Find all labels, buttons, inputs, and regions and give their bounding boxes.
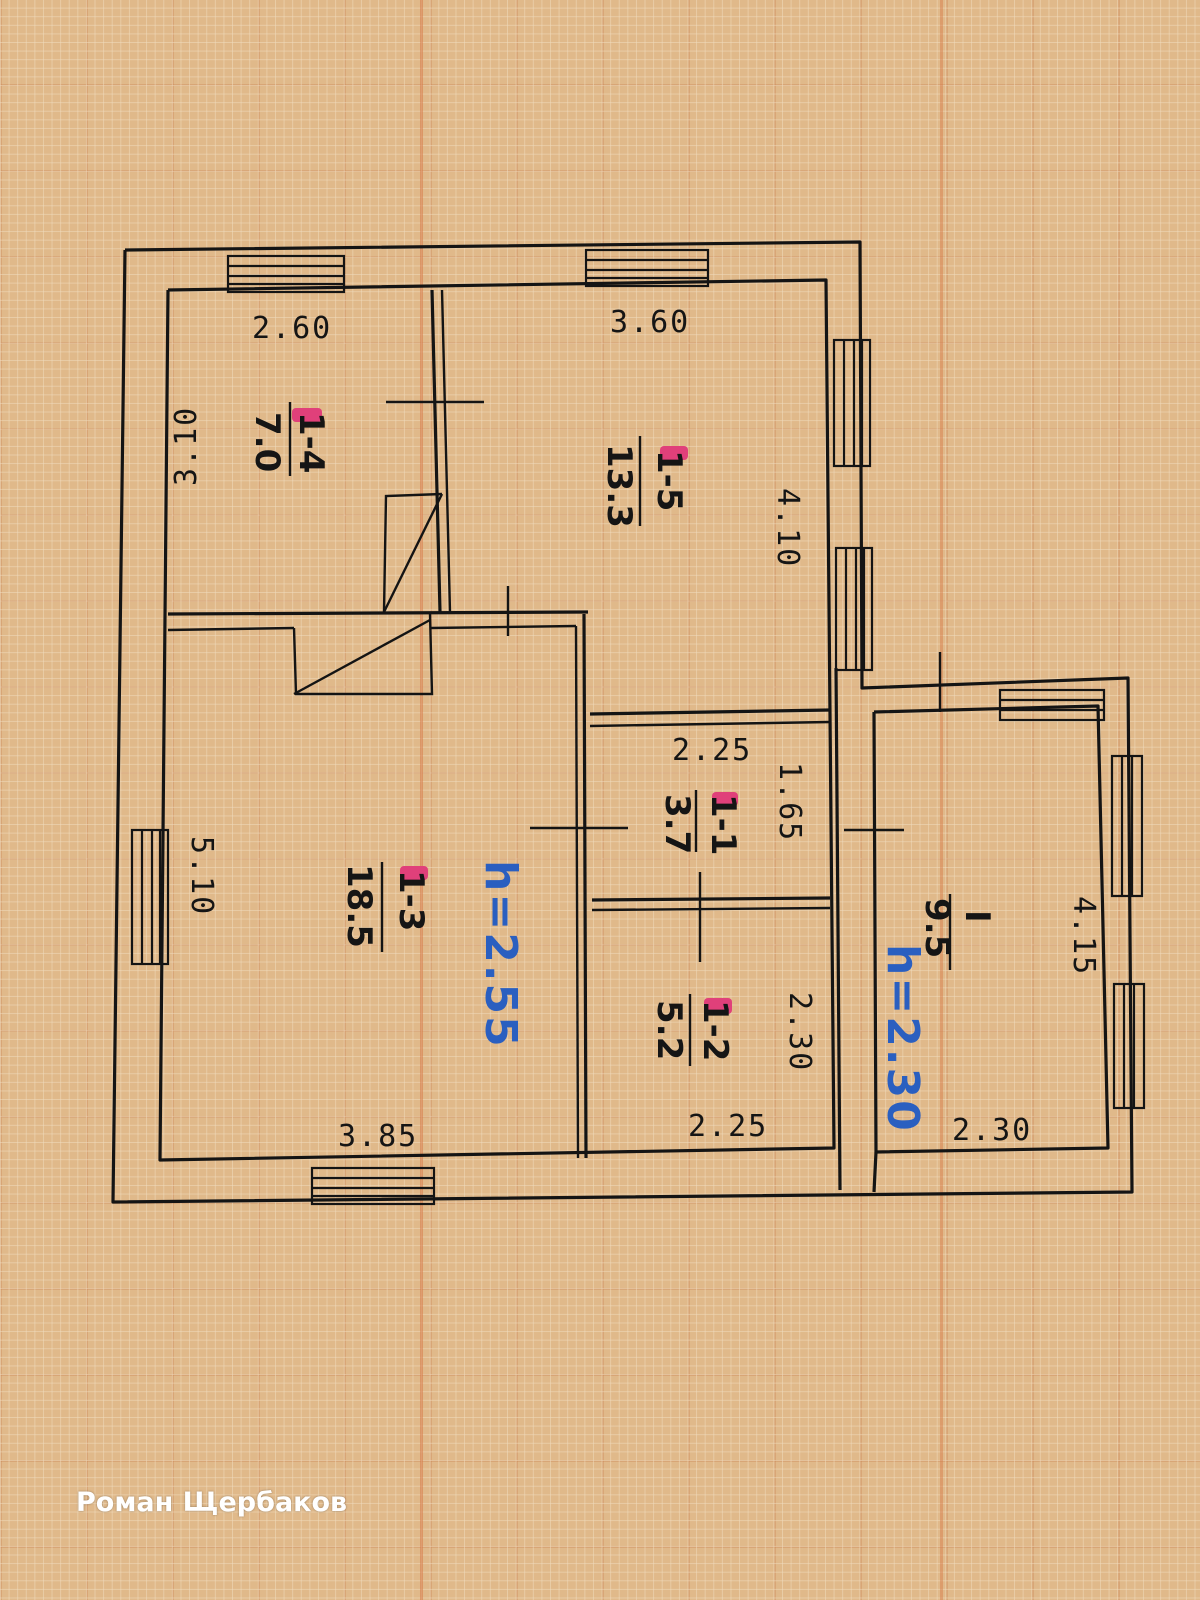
room-mark-1-4 <box>292 408 322 422</box>
dim-room2-bottom: 2.25 <box>688 1109 768 1144</box>
partition-4-5 <box>430 289 442 613</box>
room-area-1-2: 5.2 <box>649 1000 689 1060</box>
window-annex-right-lower <box>1112 982 1146 1110</box>
window-right-middle <box>834 546 874 672</box>
window-annex-top <box>998 688 1106 722</box>
partition-horizontal <box>167 610 589 616</box>
room-label-1-2: 1-2 5.2 <box>649 994 735 1066</box>
window-top-left <box>226 254 346 294</box>
room-mark-1-3 <box>400 866 428 880</box>
room-mark-1-1 <box>712 792 738 806</box>
room-id-1-4: 1-4 <box>291 412 331 473</box>
room-id-1-3: 1-3 <box>391 870 431 931</box>
ceiling-height-main: h=2.55 <box>475 860 526 1049</box>
wall-main-annex <box>834 667 842 1191</box>
annex-wall-join <box>872 1151 878 1193</box>
window-annex-right-upper <box>1110 754 1144 898</box>
dim-room1-right: 1.65 <box>772 762 807 842</box>
dim-room4-top: 2.60 <box>252 311 332 346</box>
stair-upper <box>382 492 443 613</box>
window-top-right <box>584 248 710 288</box>
room-area-I: 9.5 <box>917 898 957 958</box>
wall-1-2-inner <box>591 906 831 912</box>
room-label-1-5: 1-5 13.3 <box>599 436 689 528</box>
partition-3-12-inner <box>574 625 580 1159</box>
stair-upper-diag <box>382 493 444 613</box>
stair-lower-diag <box>293 618 431 696</box>
dim-room4-left: 3.10 <box>169 406 204 486</box>
dim-roomI-bottom: 2.30 <box>952 1113 1032 1148</box>
room-area-1-5: 13.3 <box>599 444 639 528</box>
window-right-upper <box>832 338 872 468</box>
room-mark-1-2 <box>704 998 732 1014</box>
room-id-1-5: 1-5 <box>649 450 689 511</box>
room-id-1-2: 1-2 <box>695 1000 735 1061</box>
inner-wall-annex <box>872 704 1110 1154</box>
dim-room5-top: 3.60 <box>610 305 690 340</box>
dim-room3-bottom: 3.85 <box>338 1119 418 1154</box>
wall-room1-top <box>589 708 831 716</box>
room-area-1-1: 3.7 <box>657 794 697 854</box>
window-left <box>130 828 170 966</box>
partition-horizontal-inner2 <box>429 624 577 630</box>
wall-1-2 <box>591 896 831 902</box>
dim-room1-top: 2.25 <box>672 733 752 768</box>
partition-3-12 <box>582 613 588 1159</box>
ceiling-height-annex: h=2.30 <box>877 944 928 1133</box>
wall-room1-top-inner <box>589 720 831 728</box>
room-id-1-1: 1-1 <box>703 794 743 855</box>
author-watermark: Роман Щербаков <box>76 1487 348 1518</box>
stair-lower <box>292 613 434 696</box>
dim-roomI-right: 4.15 <box>1066 896 1101 976</box>
dim-room5-right: 4.10 <box>770 488 805 568</box>
room-mark-1-5 <box>660 446 688 460</box>
window-bottom <box>310 1166 436 1206</box>
room-area-1-4: 7.0 <box>247 412 287 472</box>
room-area-1-3: 18.5 <box>339 864 379 948</box>
inner-wall-main <box>158 278 836 1162</box>
partition-horizontal-inner <box>167 626 295 632</box>
room-label-1-3: 1-3 18.5 <box>339 862 431 952</box>
dim-room3-left: 5.10 <box>184 836 219 916</box>
room-id-I: I <box>957 910 997 923</box>
outer-wall-main <box>111 240 1134 1204</box>
partition-4-5-inner <box>440 289 452 613</box>
dim-room2-right: 2.30 <box>782 992 817 1072</box>
room-label-1-1: 1-1 3.7 <box>657 790 743 855</box>
room-label-1-4: 1-4 7.0 <box>247 402 331 476</box>
room-label-I: I 9.5 <box>917 894 997 970</box>
